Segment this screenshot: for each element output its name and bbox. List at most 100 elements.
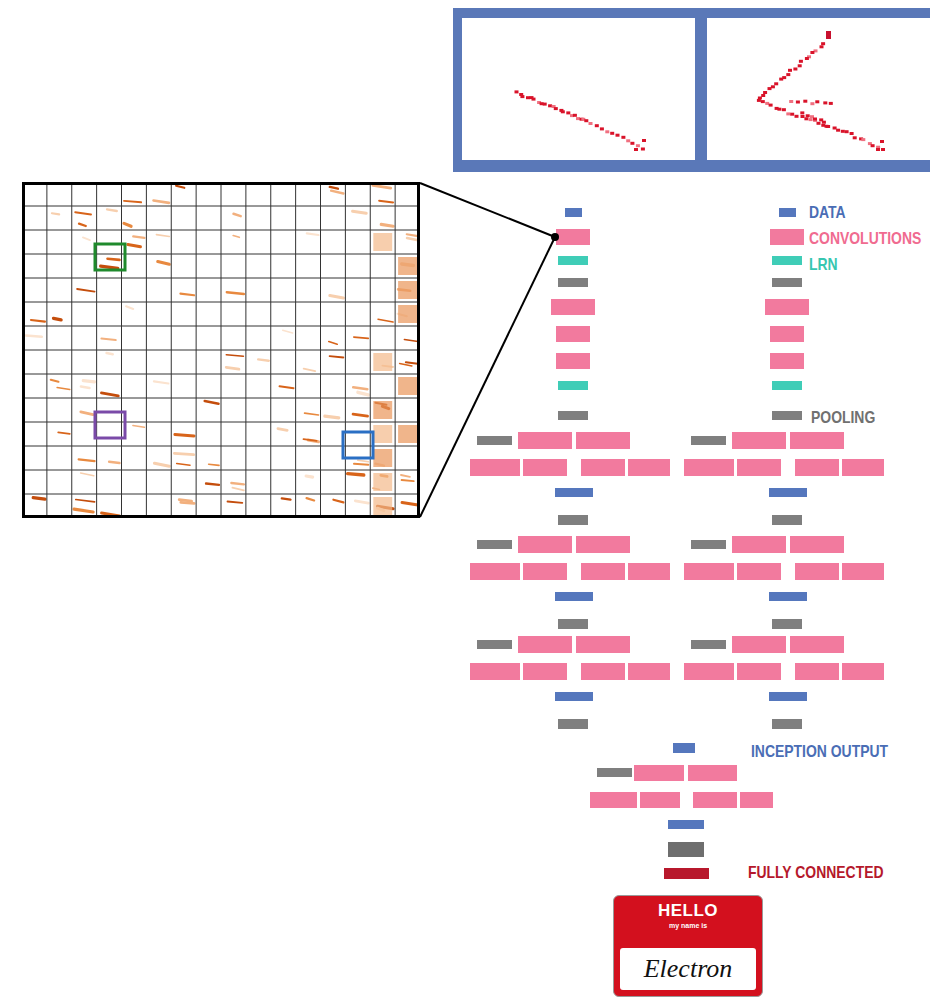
layer-block (664, 868, 709, 879)
hit (815, 100, 819, 103)
layer-block (691, 436, 726, 445)
layer-block (556, 326, 590, 342)
hit (822, 121, 826, 124)
layer-block (470, 459, 520, 476)
event-view (462, 18, 695, 160)
hit (810, 102, 814, 105)
layer-block (772, 381, 802, 390)
hit (876, 148, 880, 151)
activation-streak (158, 262, 170, 265)
activation-streak (407, 234, 418, 236)
activation-patch (398, 305, 417, 323)
activation-streak (348, 474, 364, 475)
activation-streak (81, 387, 90, 389)
grid-line (22, 470, 420, 471)
activation-patch (398, 425, 417, 443)
layer-block (790, 636, 844, 653)
hit (782, 108, 786, 111)
layer-block (523, 563, 567, 580)
grid-line (22, 446, 420, 447)
layer-block (556, 353, 590, 369)
layer-block (842, 459, 884, 476)
hit (636, 144, 640, 147)
hit (763, 91, 767, 94)
layer-block (772, 719, 802, 729)
activation-streak (109, 462, 119, 463)
activation-streak (353, 211, 367, 213)
activation-streak (54, 318, 62, 320)
activation-streak (52, 213, 59, 214)
activation-streak (232, 488, 244, 491)
hit (810, 51, 814, 54)
hit (829, 102, 833, 105)
hit (605, 130, 609, 133)
activation-patch (398, 281, 417, 299)
activation-streak (226, 355, 243, 357)
layer-block (576, 432, 630, 449)
event-panel (453, 8, 930, 172)
layer-block (737, 459, 781, 476)
hit (573, 114, 577, 117)
grid-line (22, 398, 420, 399)
hit (793, 68, 797, 71)
activation-streak (79, 459, 95, 461)
hit (774, 82, 778, 85)
activation-streak (176, 186, 184, 188)
layer-block (640, 792, 680, 808)
layer-block (565, 208, 582, 217)
layer-block (795, 663, 839, 680)
activation-streak (231, 483, 244, 484)
activation-streak (77, 289, 95, 292)
activation-streak (74, 509, 93, 512)
hit (630, 142, 634, 145)
hit (817, 122, 821, 125)
hit (799, 60, 803, 63)
layer-block (732, 636, 786, 653)
activation-patch (373, 497, 392, 515)
activation-streak (154, 201, 170, 203)
hit (554, 107, 558, 110)
layer-block (597, 768, 632, 777)
hit (789, 100, 793, 103)
activation-patch (398, 377, 417, 395)
activation-streak (333, 500, 343, 503)
layer-block (673, 743, 695, 753)
layer-block (518, 536, 572, 553)
activation-streak (283, 330, 293, 333)
layer-block (790, 536, 844, 553)
hit (853, 136, 857, 139)
layer-block (684, 663, 734, 680)
layer-block (558, 619, 588, 629)
activation-streak (228, 502, 243, 503)
layer-block (769, 488, 807, 497)
hit (841, 130, 845, 133)
activation-streak (126, 306, 133, 309)
activation-streak (278, 429, 287, 431)
layer-block (790, 432, 844, 449)
layer-block (555, 592, 593, 601)
activation-streak (354, 464, 368, 465)
tag-heading: HELLO (614, 902, 762, 919)
layer-block (558, 719, 588, 729)
layer-block (772, 515, 802, 525)
layer-block (576, 536, 630, 553)
grid-line (22, 230, 420, 231)
hit (543, 103, 547, 106)
hit (779, 78, 783, 81)
layer-block (470, 663, 520, 680)
activation-streak (156, 235, 169, 237)
activation-streak (33, 498, 45, 500)
activation-streak (205, 401, 219, 404)
activation-streak (358, 392, 368, 395)
activation-streak (305, 413, 319, 415)
activation-streak (330, 296, 344, 299)
layer-block (634, 765, 684, 781)
grid-line (22, 206, 420, 207)
hit (642, 139, 646, 142)
activation-streak (234, 214, 241, 216)
hit (836, 129, 840, 132)
layer-block (770, 326, 804, 342)
layer-block (668, 842, 704, 857)
layer-block (737, 563, 781, 580)
layer-block (518, 432, 572, 449)
